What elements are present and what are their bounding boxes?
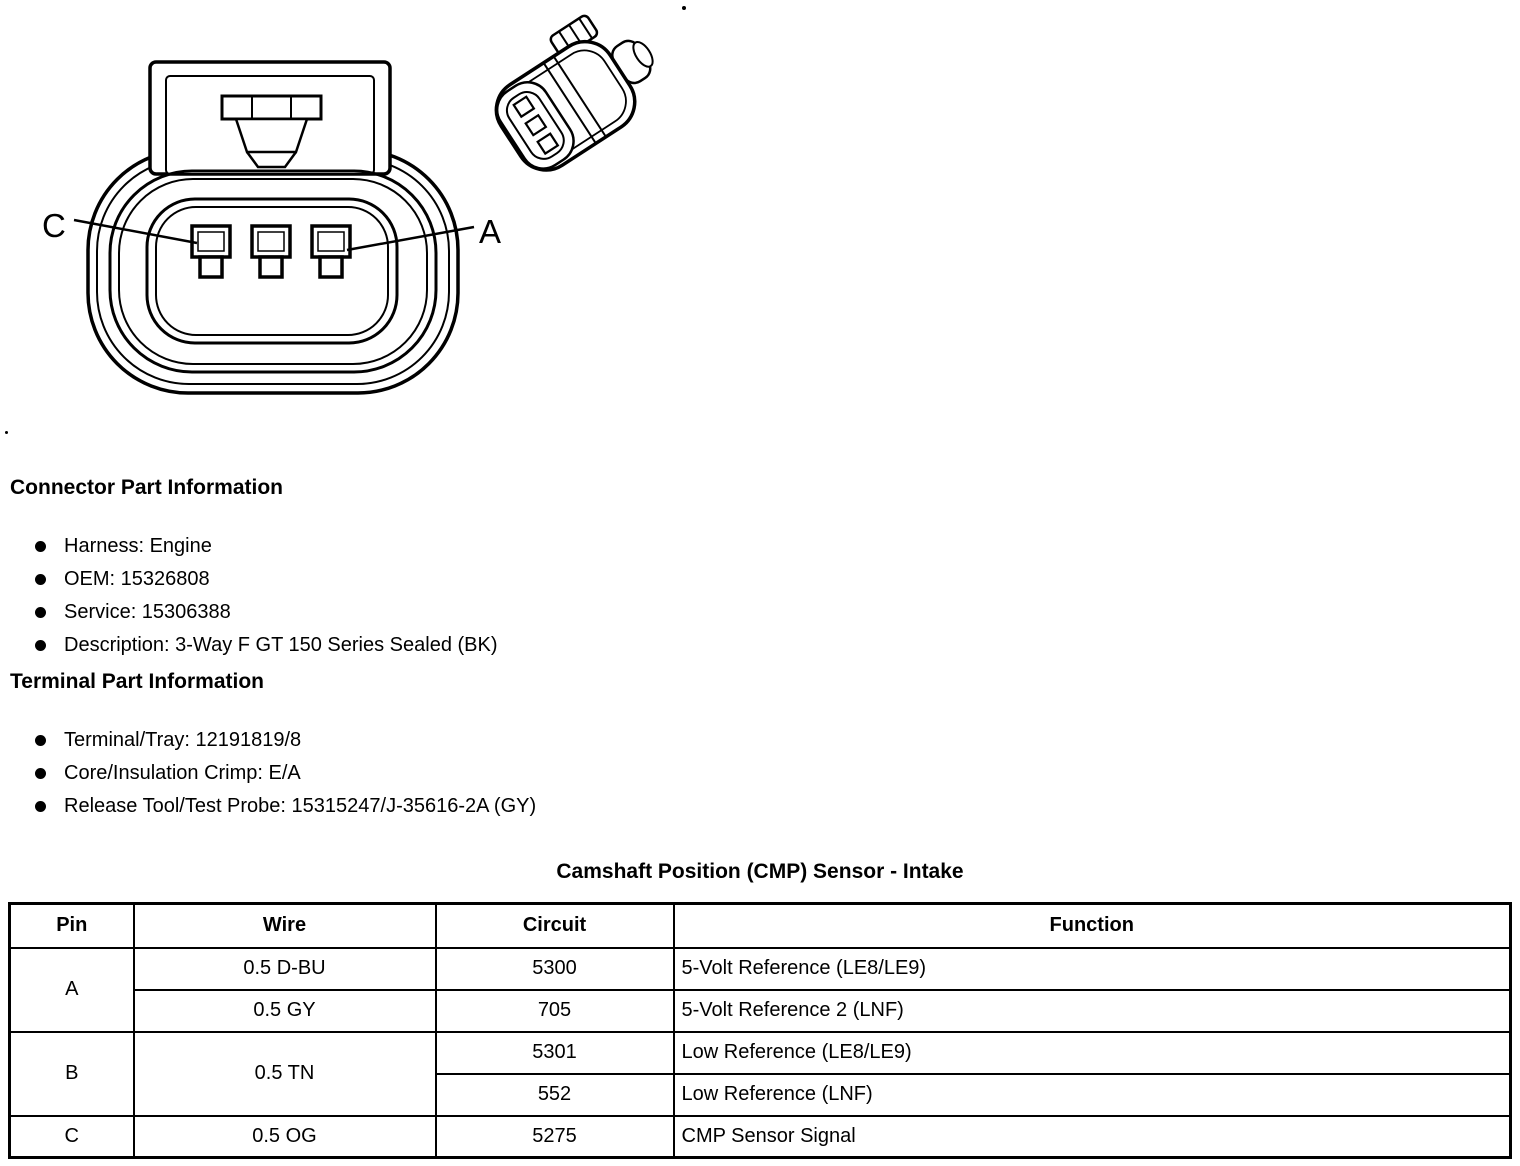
terminal-label-c: C [42,207,66,244]
circuit-cell: 5301 [434,1030,675,1075]
list-item: Service: 15306388 [10,596,1510,629]
3d-rear-stub-end [632,41,654,68]
scan-artifact-dot [682,6,686,10]
wire-cell: 0.5 TN [132,1030,437,1117]
terminal-c-slot [198,255,224,279]
3d-body-ridge [553,56,607,137]
terminal-b-slot [258,255,284,279]
terminal-b-cavity-inner [257,231,285,252]
table-row: 552 Low Reference (LNF) [10,1072,1512,1117]
list-item: Terminal/Tray: 12191819/8 [10,724,1510,757]
wire-cell: 0.5 OG [132,1114,437,1159]
pin-cell: A [8,946,135,1033]
function-cell: 5-Volt Reference (LE8/LE9) [672,946,1512,991]
col-header-circuit: Circuit [434,902,675,949]
connector-body-ring [118,178,428,365]
terminal-housing-outline [145,197,399,345]
section-title: Terminal Part Information [10,670,264,693]
connector-diagram: C A [42,14,654,395]
scan-artifact-dot [5,431,8,434]
function-cell: CMP Sensor Signal [672,1114,1512,1159]
3d-terminal-slot [524,113,548,137]
connector-part-information-section: Connector Part Information Harness: Engi… [10,476,1510,662]
list-item: Release Tool/Test Probe: 15315247/J-3561… [10,790,1510,823]
leader-line-a [346,225,475,252]
terminal-part-information-section: Terminal Part Information Terminal/Tray:… [10,670,1510,823]
3d-lock-rib [578,17,593,40]
terminal-label-a: A [479,213,501,250]
connector-diagram-area: C A [0,0,700,455]
pin-cell: C [8,1114,135,1159]
terminal-c-cavity-inner [197,231,225,252]
list-item: Description: 3-Way F GT 150 Series Seale… [10,629,1510,662]
terminal-housing-inner [155,206,389,336]
table-row: C 0.5 OG 5275 CMP Sensor Signal [8,1114,1512,1159]
connector-body-ring [108,169,438,374]
terminal-a-slot [318,255,344,279]
col-header-wire: Wire [132,902,437,949]
3d-mating-face-inner [505,91,565,160]
table-title: Camshaft Position (CMP) Sensor - Intake [556,860,964,883]
3d-terminal-slot [512,95,536,119]
latch-trapezoid [234,117,309,154]
terminal-info-list: Terminal/Tray: 12191819/8 Core/Insulatio… [10,724,1510,823]
connector-info-list: Harness: Engine OEM: 15326808 Service: 1… [10,530,1510,662]
leader-line-c [73,218,198,245]
table-row: 0.5 GY 705 5-Volt Reference 2 (LNF) [10,988,1512,1033]
circuit-cell: 705 [434,988,675,1033]
3d-body-ridge [543,63,597,144]
circuit-cell: 552 [434,1072,675,1117]
circuit-cell: 5300 [434,946,675,991]
table-row: B 0.5 TN 5301 Low Reference (LE8/LE9) [8,1030,1512,1117]
wire-cell: 0.5 GY [132,988,437,1033]
pin-cell: B [8,1030,135,1117]
connector-3d-view [494,14,654,172]
table-row: A 0.5 D-BU 5300 5-Volt Reference (LE8/LE… [8,946,1512,1033]
list-item: OEM: 15326808 [10,563,1510,596]
col-header-pin: Pin [8,902,135,949]
function-cell: Low Reference (LE8/LE9) [672,1030,1512,1075]
3d-terminal-slot [536,132,560,156]
function-cell: Low Reference (LNF) [672,1072,1512,1117]
section-title: Connector Part Information [10,476,284,499]
latch-detail [245,151,298,169]
function-cell: 5-Volt Reference 2 (LNF) [672,988,1512,1033]
terminal-a-cavity-inner [317,231,345,252]
wire-cell: 0.5 D-BU [132,946,437,991]
list-item: Core/Insulation Crimp: E/A [10,757,1510,790]
pin-function-table: Pin Wire Circuit Function A 0.5 D-BU 530… [8,902,1512,1159]
circuit-cell: 5275 [434,1114,675,1159]
table-header-row: Pin Wire Circuit Function [8,902,1512,949]
list-item: Harness: Engine [10,530,1510,563]
col-header-function: Function [672,902,1512,949]
lock-tab-bar [220,94,323,121]
